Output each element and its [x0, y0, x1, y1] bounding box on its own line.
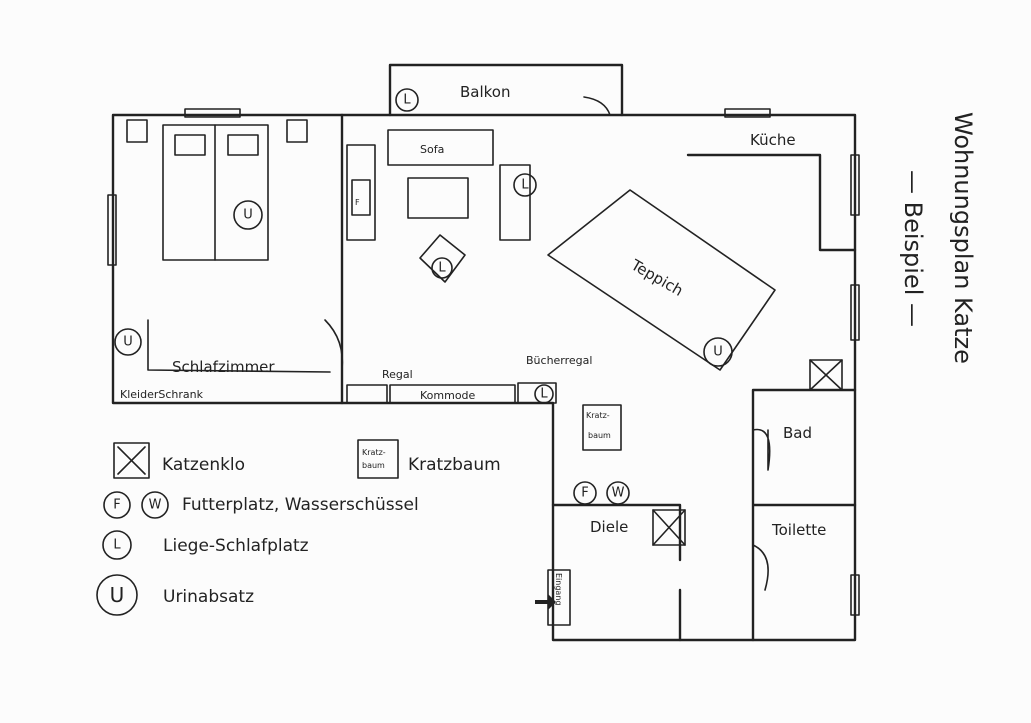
lying-spot-armchair: L [521, 178, 529, 193]
cat-symbols: L U U L L U L F W F [114, 88, 733, 505]
living-furniture [346, 129, 843, 610]
label-shelf: Regal [382, 368, 413, 381]
feeding-spot-living: F [355, 198, 360, 207]
label-scratching-post-2: baum [588, 431, 611, 440]
legend-w-symbol: W [149, 498, 162, 513]
windows [107, 108, 860, 616]
label-hall: Diele [590, 518, 628, 536]
label-dresser: Kommode [420, 389, 476, 402]
label-entrance: Eingang [554, 573, 563, 605]
legend-litter-box: Katzenklo [162, 455, 245, 475]
urine-spot-wardrobe: U [123, 335, 133, 350]
legend: Katzenklo Kratz- baum Kratzbaum F W Futt… [96, 439, 501, 616]
urine-spot-carpet: U [713, 345, 723, 360]
label-bookshelf: Bücherregal [526, 354, 592, 367]
water-spot: W [612, 486, 625, 501]
title-line-1: Wohnungsplan Katze [949, 112, 977, 364]
label-sofa: Sofa [420, 143, 444, 156]
label-bedroom: Schlafzimmer [172, 358, 275, 376]
title-line-2: — Beispiel — [899, 170, 927, 327]
label-scratching-post-1: Kratz- [586, 411, 610, 420]
label-wardrobe: KleiderSchrank [120, 388, 204, 401]
legend-lying: Liege-Schlafplatz [163, 536, 309, 556]
lying-spot-balcony: L [403, 93, 411, 108]
legend-f-symbol: F [113, 498, 120, 513]
wardrobe [147, 319, 331, 373]
label-balcony: Balkon [460, 83, 511, 101]
bed [126, 119, 308, 261]
label-toilet: Toilette [771, 521, 826, 539]
walls [111, 63, 857, 642]
legend-l-symbol: L [113, 538, 121, 553]
feeding-spot: F [581, 486, 588, 501]
legend-feeding: Futterplatz, Wasserschüssel [182, 495, 419, 515]
legend-scratching-post: Kratzbaum [408, 455, 501, 475]
legend-scratch-symbol-1: Kratz- [362, 448, 386, 457]
legend-scratch-symbol-2: baum [362, 461, 385, 470]
legend-urine: Urinabsatz [163, 587, 254, 607]
lying-spot-bookshelf: L [540, 387, 548, 402]
label-carpet: Teppich [627, 255, 686, 299]
legend-u-symbol: U [110, 583, 125, 607]
label-bathroom: Bad [783, 424, 812, 442]
label-kitchen: Küche [750, 131, 796, 149]
lying-spot-chair: L [438, 261, 446, 276]
urine-spot-bed: U [243, 208, 253, 223]
